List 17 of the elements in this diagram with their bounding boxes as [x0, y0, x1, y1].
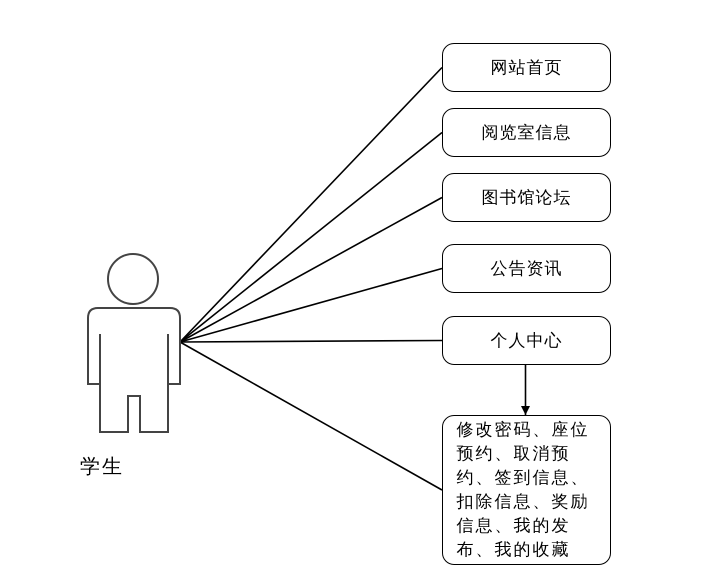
use-case-text: 阅览室信息: [482, 122, 572, 144]
arrow: [521, 365, 530, 415]
association-line: [180, 341, 442, 491]
use-case-text: 修改密码、座位预约、取消预约、签到信息、扣除信息、奖励信息、我的发布、我的收藏: [456, 419, 590, 562]
use-case-box: [442, 415, 611, 565]
use-case-text: 图书馆论坛: [482, 187, 572, 209]
use-case-box: [442, 43, 611, 92]
association-line: [180, 268, 442, 343]
use-case-box: [442, 173, 611, 222]
use-case-box: [442, 108, 611, 157]
actor-label: 学生: [80, 454, 125, 478]
use-case-box: [442, 244, 611, 293]
association-line: [180, 340, 442, 343]
use-case-text: 网站首页: [490, 57, 562, 79]
use-case-box: [442, 316, 611, 365]
use-case-text: 个人中心: [490, 330, 562, 352]
use-case-text: 公告资讯: [490, 258, 562, 280]
